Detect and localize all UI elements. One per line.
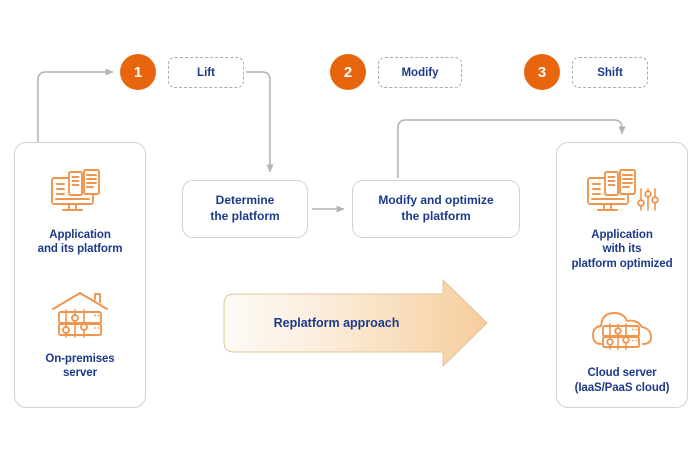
target-application-caption: Application with its platform optimized bbox=[571, 229, 673, 270]
source-server-caption: On-premises server bbox=[45, 352, 115, 380]
source-panel: Application and its platform bbox=[14, 142, 146, 408]
source-server-block: On-premises server bbox=[15, 287, 145, 381]
step-label-modify: Modify bbox=[378, 57, 462, 88]
process-box-determine: Determine the platform bbox=[182, 180, 308, 238]
target-panel: Application with its platform optimized bbox=[556, 142, 688, 408]
target-cloud-block: Cloud server (IaaS/PaaS cloud) bbox=[557, 301, 687, 395]
application-optimized-icon bbox=[583, 163, 661, 221]
target-cloud-caption: Cloud server (IaaS/PaaS cloud) bbox=[574, 367, 670, 394]
step-label-shift: Shift bbox=[572, 57, 648, 88]
application-platform-icon bbox=[41, 163, 119, 221]
source-application-caption: Application and its platform bbox=[37, 229, 123, 256]
step-badge-1: 1 bbox=[120, 54, 156, 90]
step-label-lift: Lift bbox=[168, 57, 244, 88]
process-box-modify: Modify and optimize the platform bbox=[352, 180, 520, 238]
target-application-block: Application with its platform optimized bbox=[557, 163, 687, 271]
source-application-block: Application and its platform bbox=[15, 163, 145, 257]
on-premises-server-icon bbox=[41, 287, 119, 345]
cloud-server-icon bbox=[583, 301, 661, 359]
replatform-banner-label: Replatform approach bbox=[273, 316, 400, 330]
step-badge-2: 2 bbox=[330, 54, 366, 90]
step-badge-3: 3 bbox=[524, 54, 560, 90]
